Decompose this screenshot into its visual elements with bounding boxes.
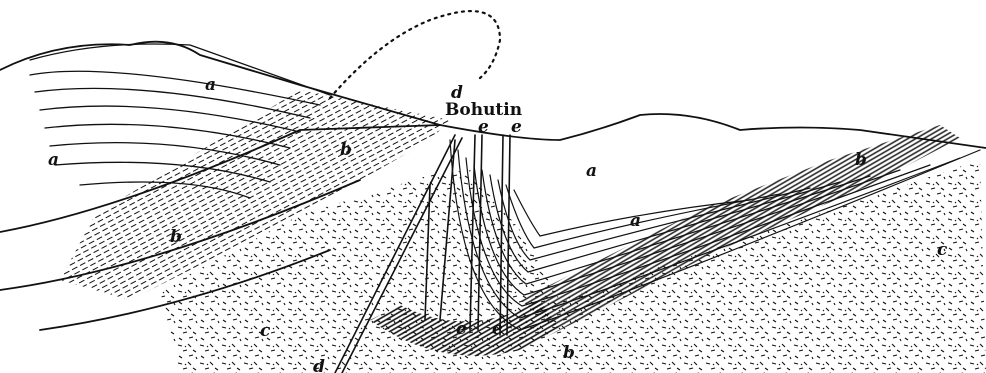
label-b-right: b [855,150,867,170]
label-e-bottom-right: e [492,319,503,339]
label-a-right-lower: a [630,211,641,231]
label-e-top-right: e [511,117,522,137]
label-a-right-upper: a [586,161,597,181]
label-a-left-upper: a [205,75,216,95]
label-c-right: c [937,240,948,260]
label-e-bottom-left: e [456,319,467,339]
label-c-bottom-left: c [260,321,271,341]
eroded-fold-dotted-arc [330,11,500,98]
label-b-left-upper: b [340,140,352,160]
label-a-left-lower: a [48,150,59,170]
label-e-top-left: e [478,117,489,137]
label-b-left-lower: b [170,227,182,247]
label-b-bottom: b [563,343,575,363]
label-d-bottom: d [313,357,325,373]
